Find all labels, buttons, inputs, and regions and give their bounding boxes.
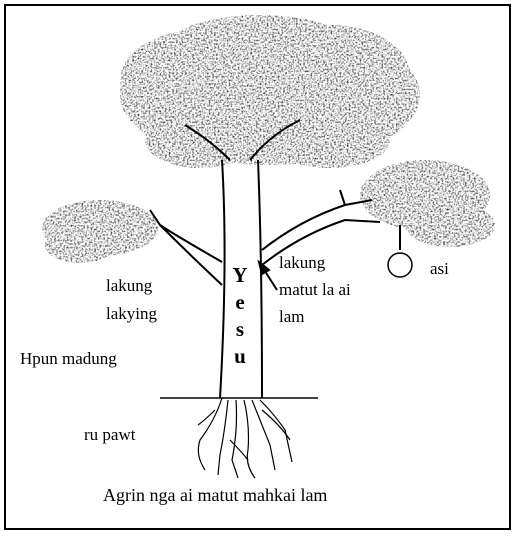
label-lakung-right: lakung <box>279 252 325 274</box>
right-foliage <box>360 160 495 247</box>
trunk-right-edge <box>258 160 262 398</box>
trunk-label-yesu: Y e s u <box>229 262 251 370</box>
roots <box>198 398 292 478</box>
trunk-letter: e <box>229 289 251 316</box>
trunk-letter: s <box>229 316 251 343</box>
label-hpun-madung: Hpun madung <box>20 348 117 370</box>
label-lakung-left: lakung <box>106 275 152 297</box>
trunk-letter: Y <box>229 262 251 289</box>
label-matut-la-ai: matut la ai <box>279 279 351 301</box>
left-foliage <box>42 200 158 263</box>
fruit-circle <box>388 253 412 277</box>
label-ru-pawt: ru pawt <box>84 424 135 446</box>
left-branch <box>150 210 222 285</box>
bottom-caption: Agrin nga ai matut mahkai lam <box>103 484 327 506</box>
label-asi: asi <box>430 258 449 280</box>
label-lakying: lakying <box>106 303 157 325</box>
trunk-left-edge <box>220 160 225 398</box>
main-canopy <box>120 15 420 168</box>
trunk-letter: u <box>229 343 251 370</box>
label-lam: lam <box>279 306 305 328</box>
